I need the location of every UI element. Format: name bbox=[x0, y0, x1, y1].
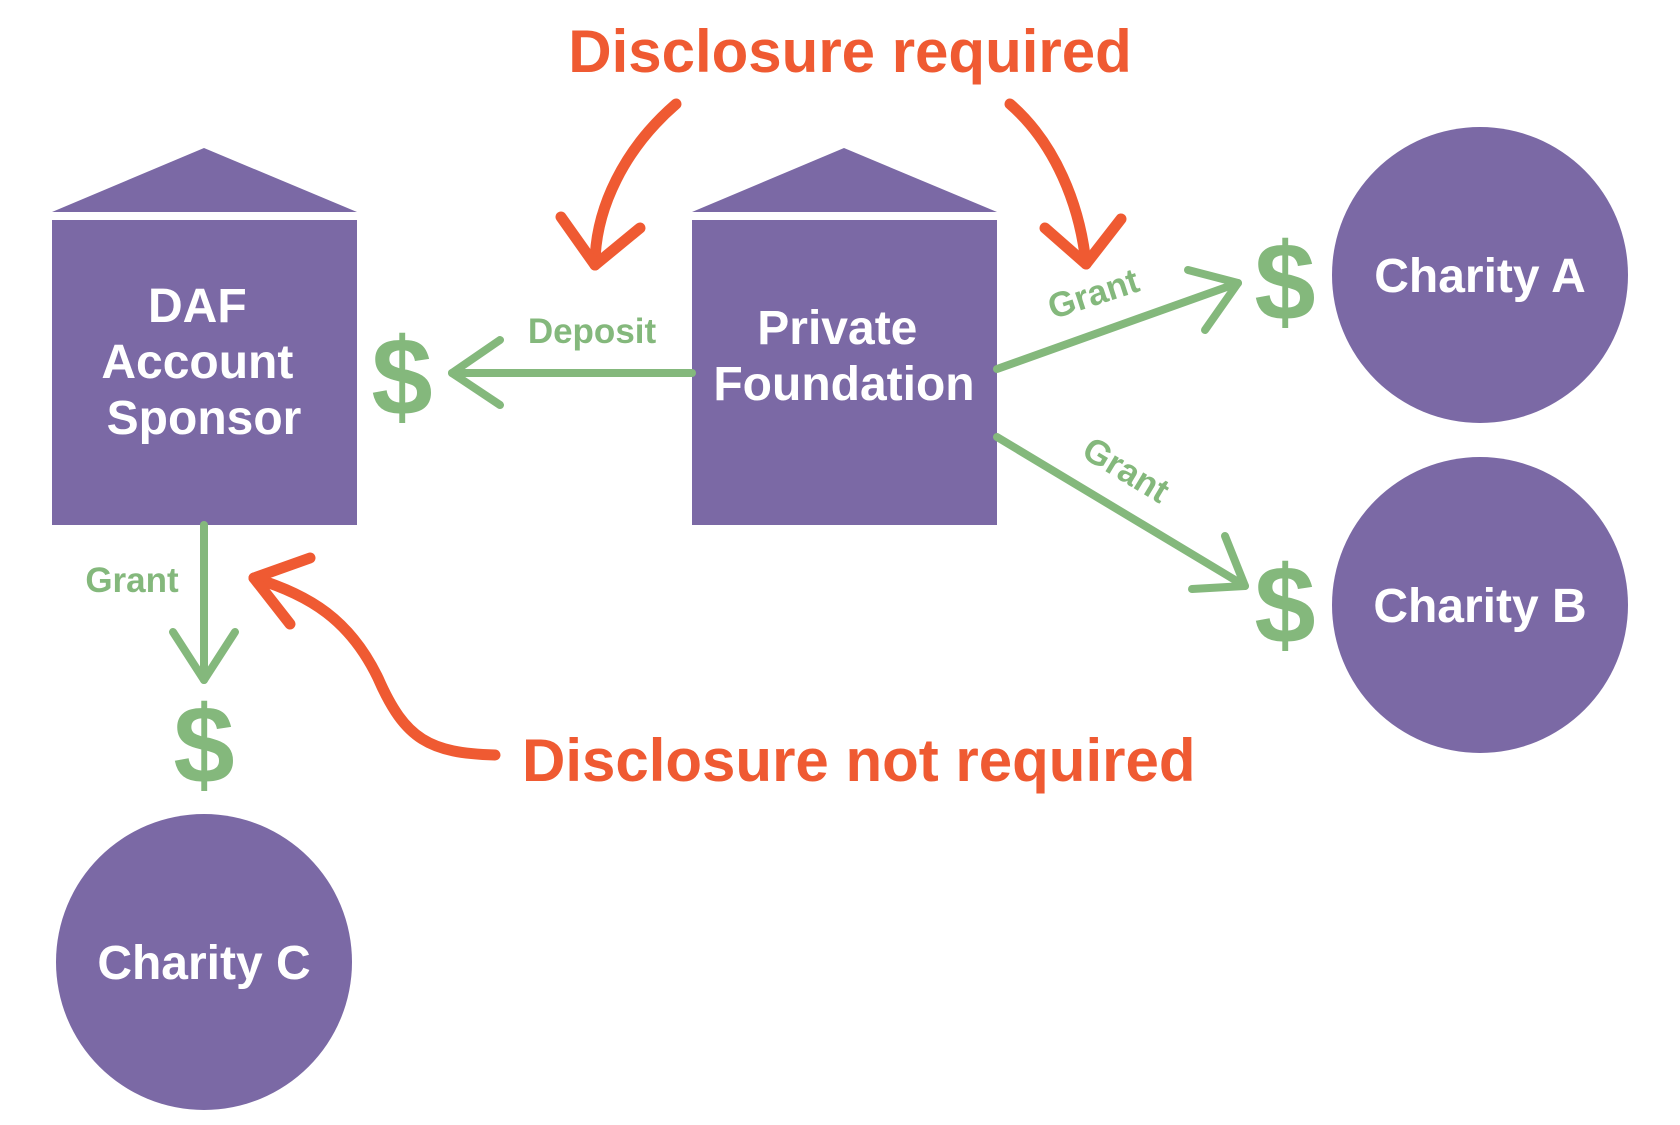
disclosure-not-required-label: Disclosure not required bbox=[522, 727, 1195, 794]
grant-c-dollar-icon: $ bbox=[173, 684, 234, 807]
charity-c-circle bbox=[56, 814, 352, 1110]
private-foundation-body bbox=[692, 220, 997, 525]
private-foundation-node: Private Foundation bbox=[692, 148, 997, 525]
daf-sponsor-label: DAF Account Sponsor bbox=[101, 280, 306, 445]
charity-b-node: Charity B bbox=[1332, 457, 1628, 753]
charity-a-node: Charity A bbox=[1332, 127, 1628, 423]
grant-b-dollar-icon: $ bbox=[1254, 544, 1315, 667]
private-foundation-label-line-1: Private bbox=[757, 302, 917, 355]
daf-sponsor-body bbox=[52, 220, 357, 525]
grant-a-arrow bbox=[993, 266, 1242, 373]
grant-c-label: Grant bbox=[85, 561, 179, 600]
charity-a-label: Charity A bbox=[1374, 250, 1586, 303]
grant-c-arrow bbox=[169, 521, 239, 684]
grant-b-arrow bbox=[993, 433, 1249, 593]
daf-sponsor-node: DAF Account Sponsor bbox=[52, 148, 357, 525]
daf-sponsor-label-line-3: Sponsor bbox=[107, 392, 302, 445]
grant-a-label: Grant bbox=[1043, 261, 1144, 327]
charity-b-circle bbox=[1332, 457, 1628, 753]
private-foundation-label-line-2: Foundation bbox=[713, 358, 974, 411]
deposit-label: Deposit bbox=[528, 312, 657, 351]
disclosure-required-left-arrow bbox=[555, 98, 682, 271]
daf-sponsor-label-line-1: DAF bbox=[148, 280, 247, 333]
charity-c-label: Charity C bbox=[97, 937, 310, 990]
disclosure-required-label: Disclosure required bbox=[568, 18, 1132, 85]
disclosure-not-required-arrow bbox=[248, 552, 501, 761]
disclosure-required-right-arrow bbox=[1004, 98, 1127, 270]
private-foundation-label: Private Foundation bbox=[713, 302, 974, 411]
deposit-arrow bbox=[448, 336, 696, 409]
grant-b-label: Grant bbox=[1076, 429, 1176, 511]
charity-c-node: Charity C bbox=[56, 814, 352, 1110]
daf-sponsor-roof bbox=[52, 148, 357, 212]
grant-a-dollar-icon: $ bbox=[1254, 221, 1315, 344]
private-foundation-roof bbox=[692, 148, 997, 212]
deposit-dollar-icon: $ bbox=[371, 316, 432, 439]
charity-a-circle bbox=[1332, 127, 1628, 423]
daf-sponsor-label-line-2: Account bbox=[101, 336, 293, 389]
charity-b-label: Charity B bbox=[1373, 580, 1586, 633]
